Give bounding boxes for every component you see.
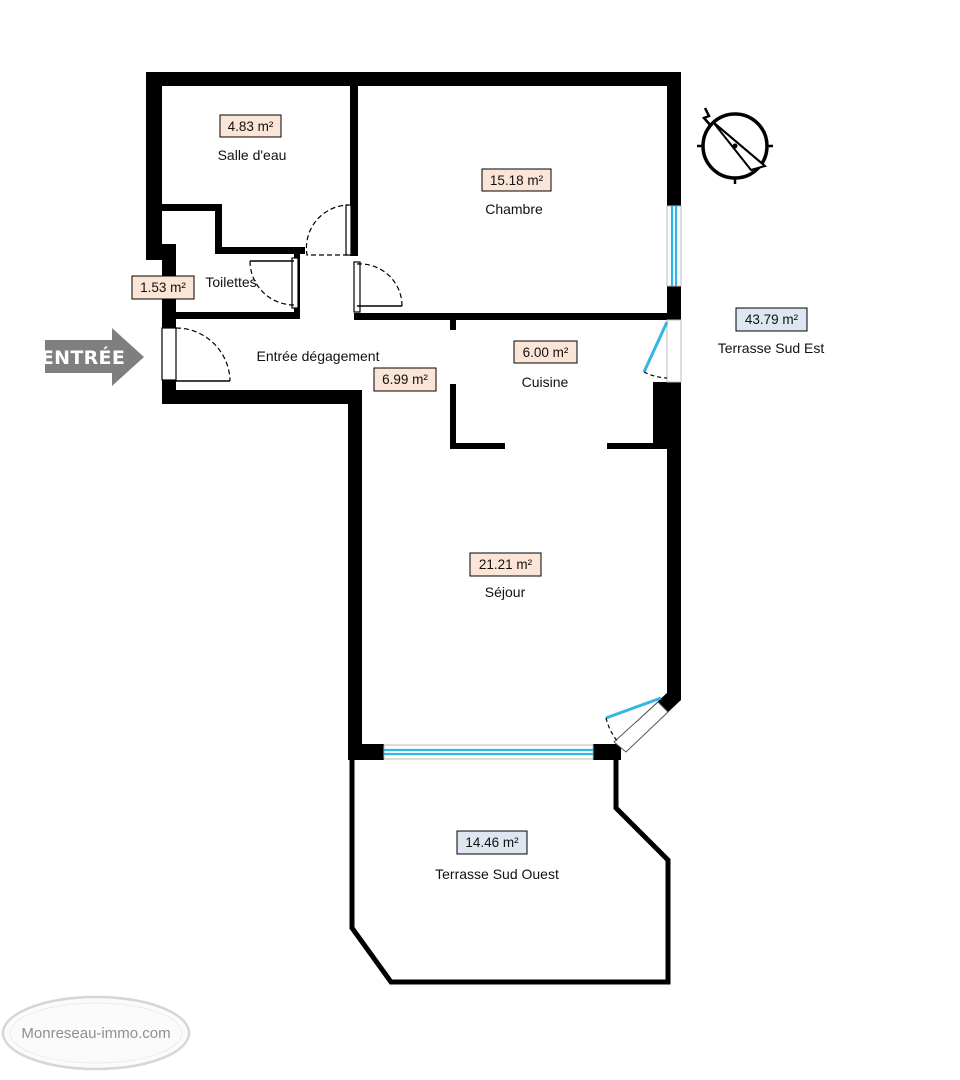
wall-wc-bottom [176,312,300,319]
area-badge [469,552,542,577]
terrace-sw-outline [349,752,671,985]
wall-kitchen-left [450,384,456,448]
wall-entry-bottom [162,390,362,404]
room-entree-degagement: Entrée dégagement 6.99 m² [257,348,437,392]
outer-walls [146,72,681,760]
wall-sde-bottom [215,247,305,254]
entry-arrow: ENTRÉE [41,328,144,386]
entry-label: ENTRÉE [41,346,125,369]
wall-sde-chambre [350,86,358,256]
area-value: 1.53 m² [140,280,186,295]
wall-stub [450,318,456,330]
area-value: 6.99 m² [382,372,428,387]
room-terrasse-sud-est: 43.79 m² Terrasse Sud Est [718,307,825,356]
door-cuisine-terrasse [642,319,682,383]
room-name: Terrasse Sud Est [718,340,825,356]
wall-sde-top [162,204,222,211]
room-name: Salle d'eau [218,147,287,163]
window-sejour [383,744,594,760]
wall-right-sejour [667,382,681,700]
doors [161,204,682,753]
wall-sejour-left [348,390,362,760]
area-badge [219,114,282,138]
area-badge [456,830,528,855]
wall-right-pier [667,286,681,320]
area-badge [513,340,578,364]
door-entree [161,327,231,382]
room-name: Entrée dégagement [257,348,380,364]
area-badge [131,275,195,300]
room-salle-d-eau: 4.83 m² Salle d'eau [218,114,287,163]
area-value: 15.18 m² [490,173,544,188]
room-name: Terrasse Sud Ouest [435,866,559,882]
area-badge [735,307,808,332]
entry-arrow-icon [45,328,144,386]
door-sejour-terrasse [605,696,669,753]
area-value: 21.21 m² [479,557,533,572]
room-name: Cuisine [522,374,569,390]
room-name: Chambre [485,201,543,217]
windows [383,205,682,760]
door-salle-d-eau [305,204,352,256]
area-badge [373,367,437,392]
wall-chambre-bottom [354,313,667,320]
door-toilettes [249,257,299,309]
area-value: 43.79 m² [745,312,799,327]
area-value: 6.00 m² [523,345,569,360]
wall-pier-left [348,744,384,760]
wall-right-top [667,72,681,206]
wall-top [146,72,681,86]
wall-left-upper [146,72,162,258]
door-chambre [353,261,403,313]
area-badge [481,168,552,192]
room-terrasse-sud-ouest: 14.46 m² Terrasse Sud Ouest [435,830,559,882]
wall-sde-step [215,204,222,254]
wall-kitchen-bottom-right [607,443,667,449]
wall-kitchen-bottom-left [450,443,505,449]
room-name: Séjour [485,584,526,600]
room-chambre: 15.18 m² Chambre [481,168,552,217]
area-value: 4.83 m² [228,119,274,134]
window-chambre [666,205,682,287]
area-value: 14.46 m² [465,835,519,850]
compass-north-icon [697,107,773,184]
room-toilettes: Toilettes 1.53 m² [131,274,257,300]
room-sejour: 21.21 m² Séjour [469,552,542,600]
watermark-text: Monreseau-immo.com [21,1025,170,1042]
watermark: Monreseau-immo.com [1,995,191,1071]
room-cuisine: 6.00 m² Cuisine [513,340,578,390]
room-name: Toilettes [205,274,256,290]
